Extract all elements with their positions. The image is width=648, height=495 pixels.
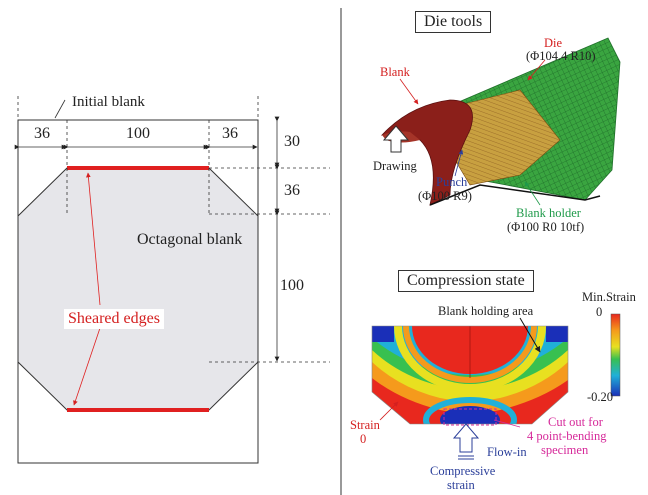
dim-right-36: 36 bbox=[222, 125, 238, 142]
cutout-line-2: 4 point-bending bbox=[527, 429, 607, 443]
blank-holder-label: Blank holder bbox=[516, 206, 581, 220]
min-strain-label: Min.Strain bbox=[582, 290, 636, 304]
dim-mid-36: 36 bbox=[284, 182, 300, 199]
dim-center-100: 100 bbox=[126, 125, 150, 142]
blank-label: Blank bbox=[380, 65, 410, 79]
dim-top-30: 30 bbox=[284, 133, 300, 150]
die-spec: (Φ104.4 R10) bbox=[526, 49, 596, 63]
die-tools-title: Die tools bbox=[415, 11, 492, 33]
compression-state-title: Compression state bbox=[398, 270, 534, 292]
octagonal-blank-label: Octagonal blank bbox=[137, 231, 243, 248]
scale-min-label: -0.20 bbox=[587, 390, 614, 404]
cutout-line-1: Cut out for bbox=[548, 415, 603, 429]
punch-label: Punch bbox=[436, 175, 468, 189]
compression-contour bbox=[371, 313, 621, 460]
compressive-label-1: Compressive bbox=[430, 464, 496, 478]
flow-in-label: Flow-in bbox=[487, 445, 527, 459]
dim-left-36: 36 bbox=[34, 125, 50, 142]
dim-height-100: 100 bbox=[280, 277, 304, 294]
color-scale-bar bbox=[610, 313, 621, 397]
initial-blank-label: Initial blank bbox=[72, 94, 145, 110]
octagonal-blank-shape bbox=[17, 167, 259, 411]
cutout-line-3: specimen bbox=[541, 443, 589, 457]
scale-max-label: 0 bbox=[596, 305, 603, 319]
die-tools-render bbox=[380, 37, 621, 206]
strain-value: 0 bbox=[360, 432, 367, 446]
blank-schematic bbox=[14, 96, 330, 464]
sheared-edges-label: Sheared edges bbox=[64, 309, 164, 329]
blank-holder-spec: (Φ100 R0 10tf) bbox=[507, 220, 585, 234]
strain-label: Strain bbox=[350, 418, 380, 432]
drawing-label: Drawing bbox=[373, 159, 417, 173]
compressive-label-2: strain bbox=[447, 478, 475, 492]
punch-spec: (Φ100 R9) bbox=[418, 189, 472, 203]
cutout-region bbox=[443, 408, 497, 426]
blank-holding-area-label: Blank holding area bbox=[438, 304, 534, 318]
die-label: Die bbox=[544, 36, 563, 50]
